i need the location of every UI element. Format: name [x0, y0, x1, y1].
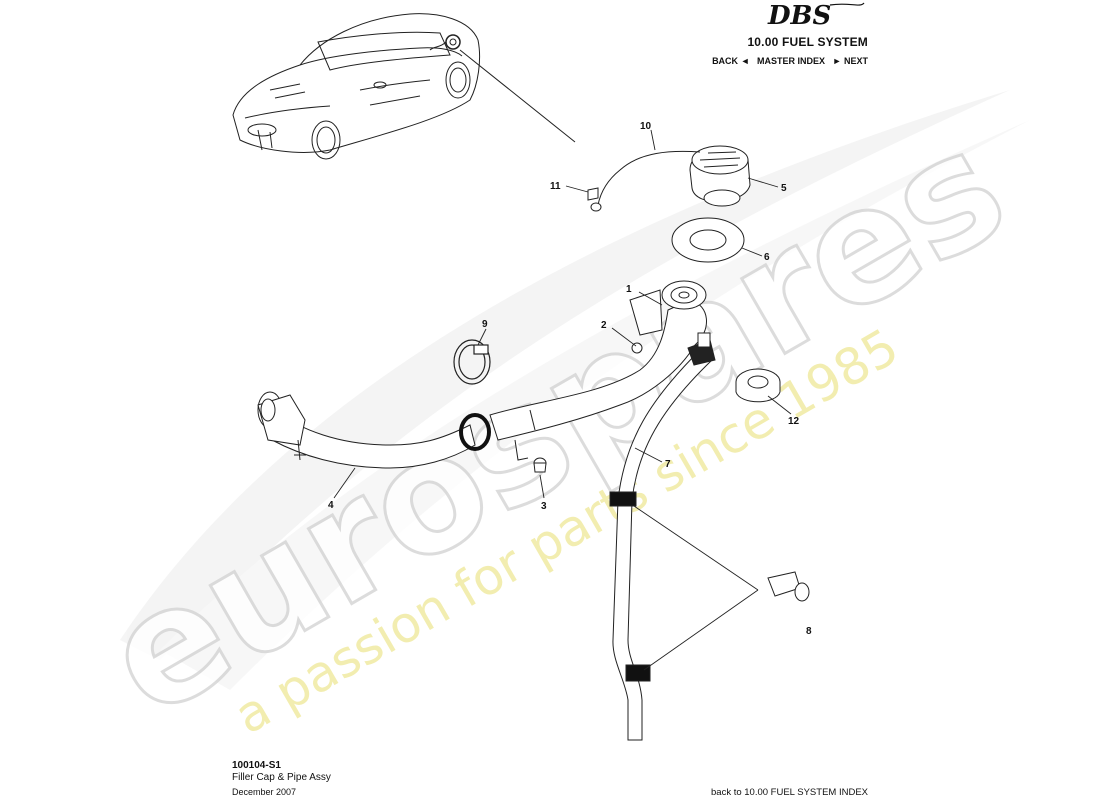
- callout-4: 4: [328, 500, 334, 511]
- watermark-swoosh: [120, 90, 1030, 690]
- callout-10: 10: [640, 121, 652, 132]
- fuel-system-index-link[interactable]: back to 10.00 FUEL SYSTEM INDEX: [711, 787, 868, 798]
- breather-pipe: [612, 332, 716, 741]
- callout-5: 5: [781, 183, 787, 194]
- car-leader-line: [459, 49, 576, 143]
- pipe-clips: [609, 491, 651, 682]
- grommet-part-12: [735, 368, 781, 403]
- leader-lines: [333, 129, 792, 671]
- header-nav: BACK ◄ MASTER INDEX ► NEXT: [690, 56, 868, 66]
- tether-part-10: [597, 150, 701, 206]
- callout-12: 12: [788, 416, 800, 427]
- hose-part-4: [257, 391, 476, 469]
- diagram-date: December 2007: [232, 787, 297, 797]
- callout-1: 1: [626, 284, 632, 295]
- diagram-name: Filler Cap & Pipe Assy: [232, 772, 331, 783]
- diagram-code: 100104-S1: [232, 760, 281, 771]
- callout-6: 6: [764, 252, 770, 263]
- section-title: 10.00 FUEL SYSTEM: [747, 35, 868, 49]
- next-arrow-icon[interactable]: ►: [832, 56, 842, 66]
- filler-cap-part-5: [689, 145, 751, 207]
- callout-7: 7: [665, 459, 671, 470]
- car-illustration: [232, 13, 481, 160]
- callout-9: 9: [482, 319, 488, 330]
- hose-clip-part-9: [453, 339, 491, 451]
- callout-labels: 1 2 3 4 5 6 7 8 9 10 11 12: [328, 121, 812, 637]
- logo-text: DBS: [767, 1, 831, 30]
- clip-part-8: [767, 571, 810, 602]
- dbs-logo: DBS: [767, 1, 865, 30]
- back-link[interactable]: BACK: [712, 56, 739, 66]
- master-index-link[interactable]: MASTER INDEX: [757, 56, 826, 66]
- callout-8: 8: [806, 626, 812, 637]
- callout-3: 3: [541, 501, 547, 512]
- fixing-part-11: [587, 187, 602, 212]
- next-link[interactable]: NEXT: [843, 56, 868, 66]
- back-arrow-icon[interactable]: ◄: [740, 56, 750, 66]
- bolt-part-3: [533, 457, 547, 473]
- callout-2: 2: [601, 320, 607, 331]
- filler-neck-assembly: [489, 280, 707, 461]
- callout-11: 11: [550, 181, 561, 192]
- seal-part-6: [671, 217, 745, 263]
